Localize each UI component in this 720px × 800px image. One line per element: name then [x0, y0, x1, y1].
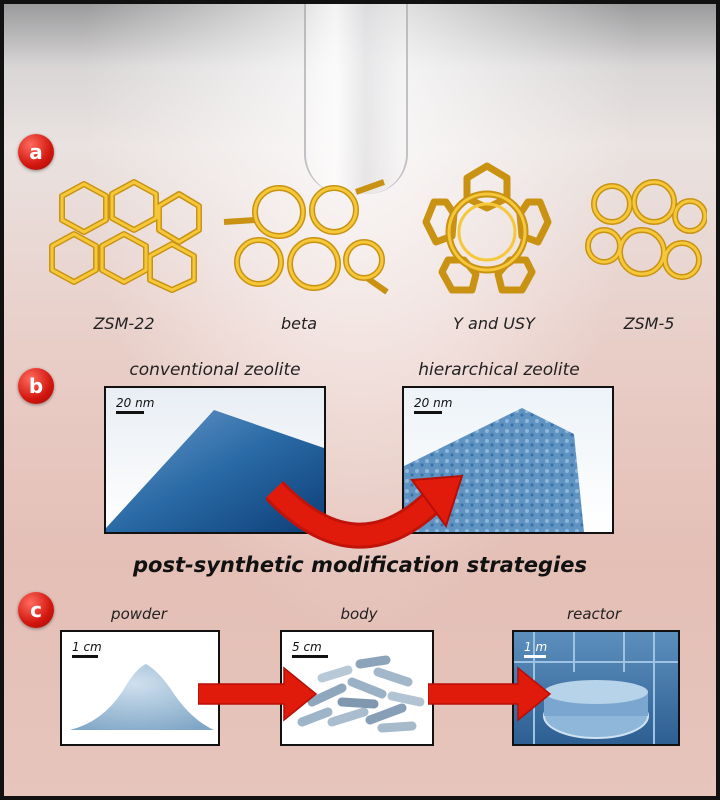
panel-a-badge: a	[18, 134, 54, 170]
hierarchical-scale-bar: 20 nm	[414, 396, 452, 414]
label-beta: beta	[280, 314, 318, 333]
conventional-zeolite-title: conventional zeolite	[129, 360, 301, 380]
powder-scale-label: 1 cm	[72, 640, 102, 654]
strategy-title: post-synthetic modification strategies	[132, 553, 587, 577]
body-image: 5 cm	[280, 630, 434, 746]
body-scale-bar: 5 cm	[292, 640, 328, 658]
curved-arrow-icon	[266, 474, 464, 549]
reactor-scale-label: 1 m	[524, 640, 548, 654]
label-y-usy: Y and USY	[453, 314, 535, 333]
reactor-image: 1 m	[512, 630, 680, 746]
right-arrow-icon	[428, 666, 552, 722]
body-scale-label: 5 cm	[292, 640, 322, 654]
hierarchical-zeolite-title: hierarchical zeolite	[418, 360, 580, 380]
zsm22-framework-icon	[49, 179, 202, 293]
zsm5-framework-icon	[585, 179, 707, 280]
beta-framework-icon	[223, 179, 389, 295]
reactor-scale-bar: 1 m	[524, 640, 547, 658]
panel-c-badge: c	[18, 592, 54, 628]
body-title: body	[340, 605, 378, 623]
glass-beaker-backdrop	[304, 4, 408, 194]
powder-image: 1 cm	[60, 630, 220, 746]
right-arrow-icon	[198, 666, 318, 722]
y-usy-framework-icon	[422, 162, 552, 294]
label-zsm5: ZSM-5	[623, 314, 675, 333]
powder-scale-bar: 1 cm	[72, 640, 102, 658]
conventional-scale-label: 20 nm	[116, 396, 155, 410]
powder-title: powder	[111, 605, 167, 623]
label-zsm22: ZSM-22	[93, 314, 155, 333]
hierarchical-scale-label: 20 nm	[414, 396, 453, 410]
reactor-title: reactor	[566, 605, 622, 623]
conventional-scale-bar: 20 nm	[116, 396, 154, 414]
panel-b-badge: b	[18, 368, 54, 404]
